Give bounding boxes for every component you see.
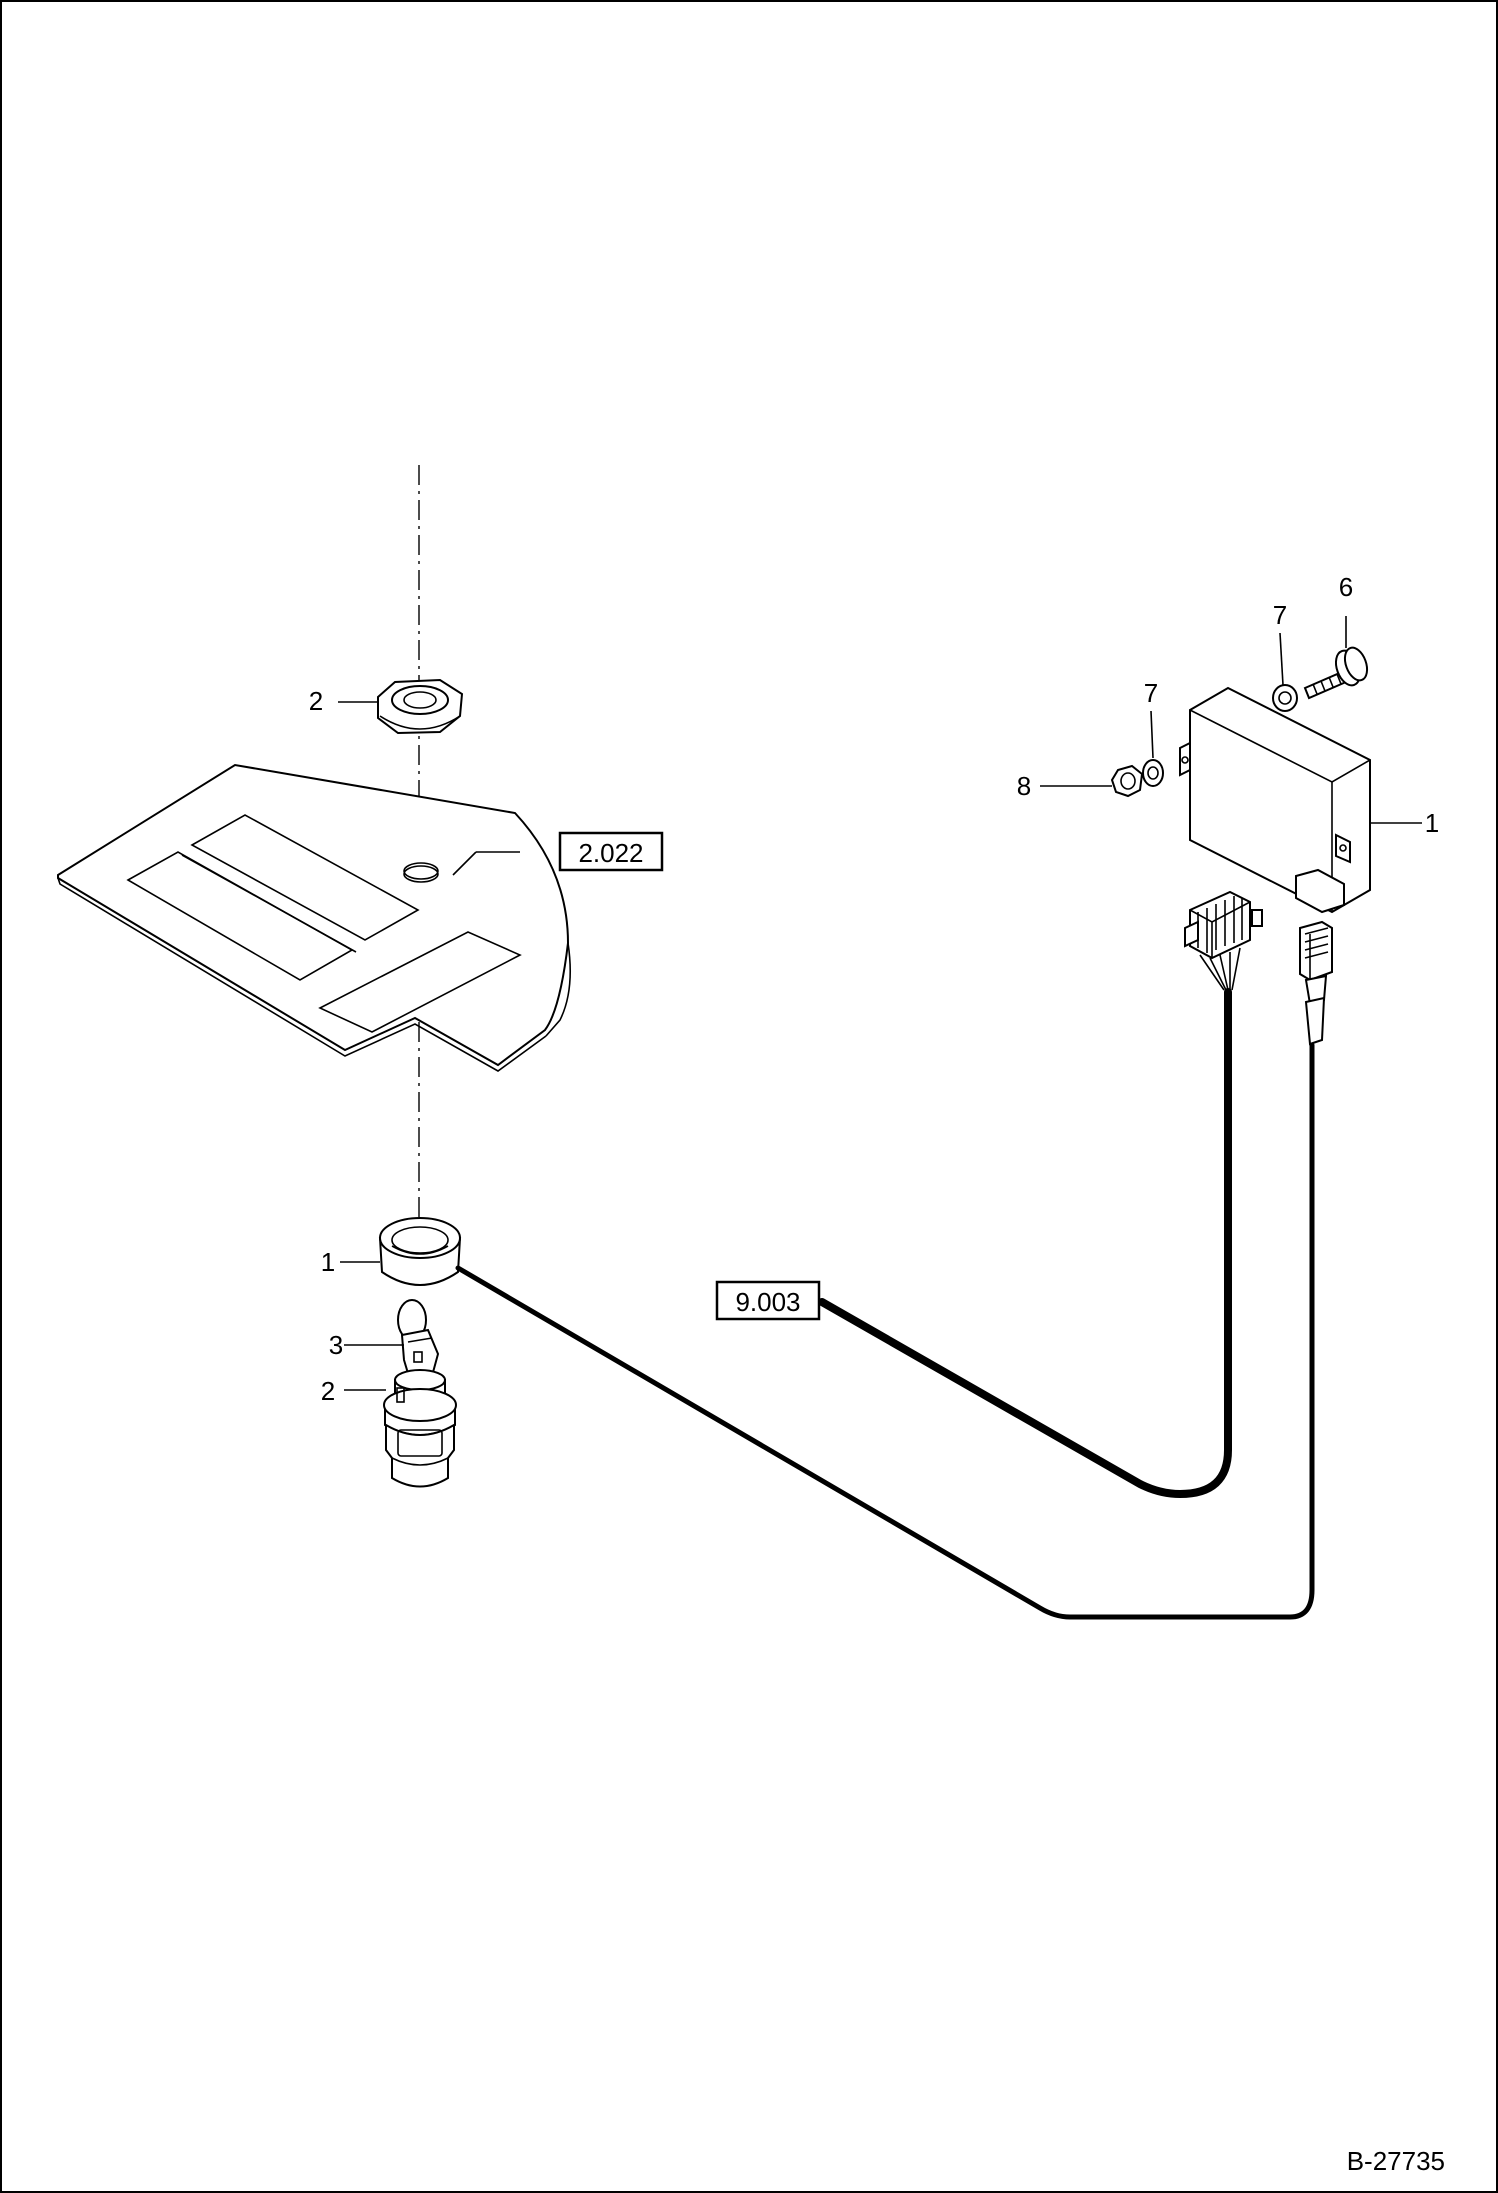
cable-upper xyxy=(818,988,1232,1498)
multi-pin-connector-icon xyxy=(1184,890,1263,960)
callout-control-unit: 1 xyxy=(1425,808,1439,838)
drawing-number: B-27735 xyxy=(1347,2146,1445,2176)
callout-switch-body: 2 xyxy=(321,1376,335,1406)
wire-fanout xyxy=(1199,947,1241,991)
washer-mid-icon xyxy=(1142,759,1164,787)
callout-screw: 6 xyxy=(1339,572,1353,602)
grommet-icon xyxy=(378,1217,462,1286)
hex-nut-icon xyxy=(377,678,464,735)
mounting-panel xyxy=(57,763,572,1072)
ref-box-harness xyxy=(715,1280,821,1321)
small-plug-connector-icon xyxy=(1299,920,1333,1046)
washer-top-icon xyxy=(1272,684,1298,712)
ref-harness-label: 9.003 xyxy=(735,1287,800,1317)
callout-grommet: 1 xyxy=(321,1247,335,1277)
cable-lower xyxy=(455,1042,1315,1620)
key-icon xyxy=(397,1299,440,1382)
callout-washer-mid: 7 xyxy=(1144,678,1158,708)
callout-nut-top: 2 xyxy=(309,686,323,716)
screw-icon xyxy=(1303,646,1369,700)
ref-box-panel xyxy=(558,831,664,872)
callout-washer-top: 7 xyxy=(1273,600,1287,630)
leader-lines xyxy=(338,616,1422,1391)
nut-side-icon xyxy=(1110,764,1144,798)
callout-key: 3 xyxy=(329,1330,343,1360)
ref-panel-label: 2.022 xyxy=(578,838,643,868)
control-unit-icon xyxy=(1179,686,1371,914)
ignition-switch-icon xyxy=(383,1369,457,1488)
callout-nut-side: 8 xyxy=(1017,771,1031,801)
